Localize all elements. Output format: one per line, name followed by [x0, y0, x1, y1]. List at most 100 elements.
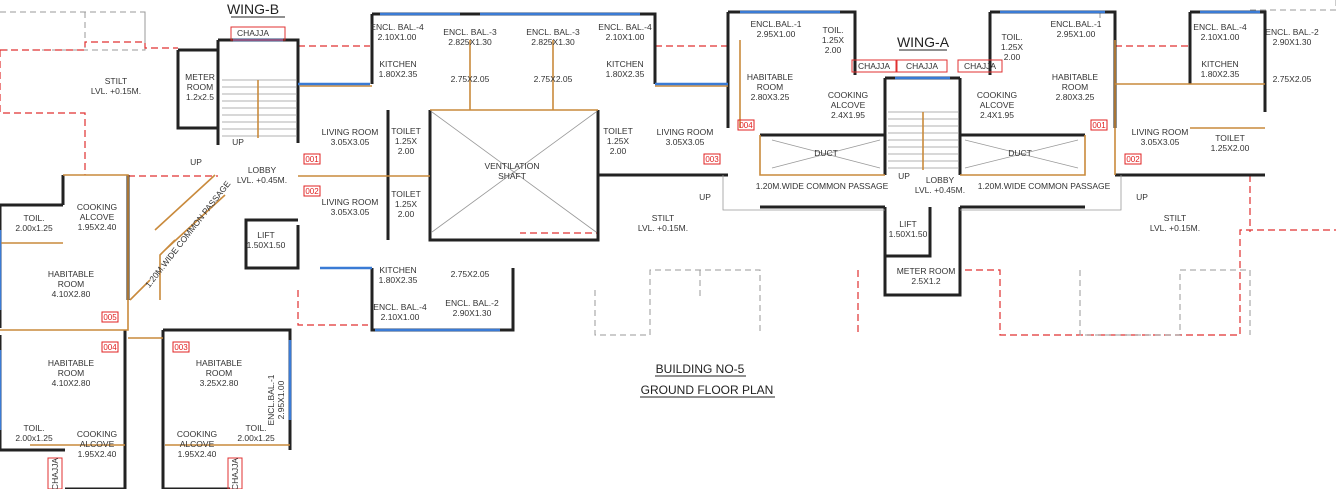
room-label-line: CHAJJA: [906, 61, 938, 71]
room-label-line: 2.10X1.00: [606, 32, 645, 42]
room-label-line: 2.10X1.00: [378, 32, 417, 42]
unit-tag-box: [737, 119, 755, 131]
room-label-line: UP: [190, 157, 202, 167]
room-label-line: 2.95X1.00: [276, 380, 286, 419]
unit-tag-text: 005: [103, 313, 117, 322]
unit-tag-text: 004: [739, 121, 753, 130]
room-label-line: 1.80X2.35: [606, 69, 645, 79]
building-title: BUILDING NO-5: [656, 362, 745, 376]
room-label: UP: [699, 192, 711, 202]
room-label-line: 2.00: [398, 146, 415, 156]
unit-tag-box: [172, 341, 190, 353]
room-label-line: 1.25X: [395, 136, 418, 146]
room-label: 2.75X2.05: [534, 74, 573, 84]
wing-a-title: WING-A: [897, 34, 950, 50]
room-label: UP: [1136, 192, 1148, 202]
room-label-line: ROOM: [757, 82, 783, 92]
unit-tag: 001: [1090, 119, 1108, 131]
unit-tag: 004: [737, 119, 755, 131]
room-label-line: 1.20M.WIDE COMMON PASSAGE: [143, 179, 233, 290]
room-label-line: KITCHEN: [379, 59, 416, 69]
room-label-line: CHAJJA: [237, 28, 269, 38]
room-label-line: 1.80X2.35: [1201, 69, 1240, 79]
room-label-line: LIFT: [257, 230, 274, 240]
unit-tag: 002: [303, 185, 321, 197]
room-label-line: UP: [1136, 192, 1148, 202]
room-label-line: 1.20M.WIDE COMMON PASSAGE: [756, 181, 889, 191]
room-label-line: 2.825X1.30: [531, 37, 575, 47]
room-label: CHAJJA: [858, 61, 890, 71]
room-label-line: 2.95X1.00: [1057, 29, 1096, 39]
unit-tag-box: [1124, 153, 1142, 165]
room-label-line: LVL. +0.15M.: [1150, 223, 1200, 233]
room-label-line: ALCOVE: [980, 100, 1015, 110]
room-label: DUCT: [814, 148, 838, 158]
room-label-line: COOKING: [77, 202, 117, 212]
room-label-line: CHAJJA: [230, 458, 240, 489]
room-label-line: LIVING ROOM: [322, 127, 379, 137]
room-label-line: ALCOVE: [80, 212, 115, 222]
unit-tag-text: 003: [705, 155, 719, 164]
room-label-line: 1.95X2.40: [78, 449, 117, 459]
room-label-line: 3.05X3.05: [1141, 137, 1180, 147]
room-label: CHAJJA: [237, 28, 269, 38]
room-label-line: LIVING ROOM: [1132, 127, 1189, 137]
room-label-line: ROOM: [58, 279, 84, 289]
room-label-line: LOBBY: [926, 175, 955, 185]
room-label-line: TOILET: [391, 189, 421, 199]
room-label-line: 1.80X2.35: [379, 69, 418, 79]
room-label: CHAJJA: [964, 61, 996, 71]
room-label: TOIL.2.00x1.25: [237, 423, 275, 443]
room-label-line: CHAJJA: [858, 61, 890, 71]
room-label-line: LIVING ROOM: [657, 127, 714, 137]
room-label-line: 2.825X1.30: [448, 37, 492, 47]
room-label-line: 1.25X: [395, 199, 418, 209]
room-label-line: 2.75X2.05: [451, 74, 490, 84]
room-label-line: 3.05X3.05: [666, 137, 705, 147]
room-label-line: 2.4X1.95: [980, 110, 1014, 120]
room-label-line: 3.25X2.80: [200, 378, 239, 388]
room-label-line: ENCL. BAL.-2: [445, 298, 499, 308]
room-label-line: ROOM: [206, 368, 232, 378]
room-label-line: 2.00x1.25: [15, 433, 53, 443]
room-label-line: 2.4X1.95: [831, 110, 865, 120]
room-label-line: ALCOVE: [80, 439, 115, 449]
room-label-line: 1.50X1.50: [889, 229, 928, 239]
room-label-line: ENCL.BAL.-1: [1050, 19, 1101, 29]
unit-tag-box: [703, 153, 721, 165]
room-label-line: 2.10X1.00: [381, 312, 420, 322]
room-label-line: 2.75X2.05: [534, 74, 573, 84]
room-label-line: STILT: [652, 213, 675, 223]
room-label: ENCL.BAL.-12.95X1.00: [266, 374, 286, 425]
room-label-line: UP: [232, 137, 244, 147]
unit-tag: 004: [101, 341, 119, 353]
room-label-line: TOIL.: [245, 423, 266, 433]
room-label-line: 1.20M.WIDE COMMON PASSAGE: [978, 181, 1111, 191]
room-label-line: HABITABLE: [196, 358, 242, 368]
room-label-line: LIVING ROOM: [322, 197, 379, 207]
room-label-line: METER ROOM: [897, 266, 956, 276]
room-label: 2.75X2.05: [451, 269, 490, 279]
room-label-line: CHAJJA: [50, 458, 60, 489]
room-label-line: TOIL.: [822, 25, 843, 35]
